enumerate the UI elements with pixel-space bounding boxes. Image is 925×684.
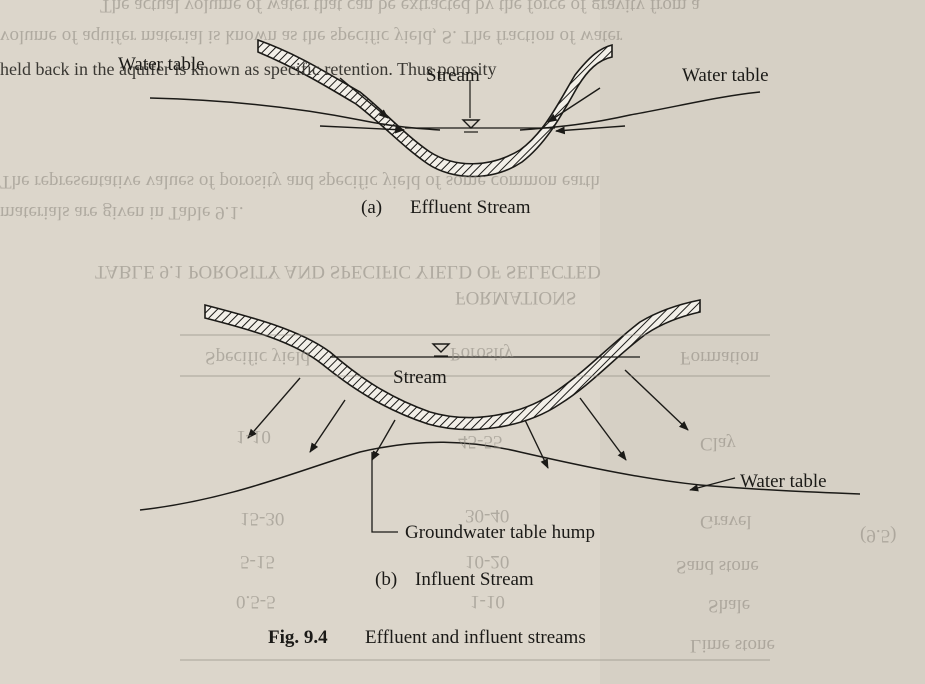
bleed-table-title-1: TABLE 9.1 POROSITY AND SPECIFIC YIELD OF… bbox=[95, 261, 601, 282]
flow-arrow-a-2 bbox=[319, 125, 405, 134]
label-water-table-a-right: Water table bbox=[682, 65, 769, 86]
bleed-line-2: volume of aquifer material is known as t… bbox=[0, 26, 623, 47]
water-table-a-left bbox=[149, 97, 441, 131]
flow-arrow-b-5 bbox=[579, 397, 627, 461]
flow-arrow-b-3 bbox=[371, 419, 396, 461]
bleed-col-3: Specific yield bbox=[205, 347, 310, 368]
bleed-col-1: Formation bbox=[680, 347, 760, 368]
flow-arrow-b-2 bbox=[309, 399, 346, 453]
bleed-line-1: The actual volume of water that can be e… bbox=[100, 0, 700, 16]
bleed-row-shale: Shale bbox=[708, 595, 751, 616]
bleed-row-gravel-s: 15-30 bbox=[240, 508, 285, 529]
bleed-table-title-2: FORMATIONS bbox=[455, 287, 577, 308]
bleed-row-clay-p: 45-55 bbox=[458, 431, 503, 452]
water-table-leader-b bbox=[689, 477, 736, 492]
bleed-row-sand-s: 5-15 bbox=[240, 551, 275, 572]
flow-arrow-a-3 bbox=[547, 87, 601, 123]
caption-b-letter: (b) bbox=[375, 569, 398, 590]
label-stream-b: Stream bbox=[393, 367, 447, 388]
bleed-line-3: The representative values of porosity an… bbox=[0, 171, 600, 192]
figure-number: Fig. 9.4 bbox=[268, 627, 328, 648]
bleed-rules bbox=[180, 334, 770, 661]
groundwater-table-hump bbox=[139, 441, 861, 511]
caption-a-text: Effluent Stream bbox=[410, 197, 531, 218]
bleed-line-4: materials are given in Table 9.1. bbox=[0, 202, 244, 223]
diagram-a-effluent bbox=[149, 38, 761, 178]
bleed-eqn: (9.5) bbox=[860, 525, 897, 546]
bleed-col-2: Porosity bbox=[450, 343, 514, 364]
bleed-row-clay-s: 1-10 bbox=[236, 426, 271, 447]
label-water-table-b: Water table bbox=[740, 471, 827, 492]
label-stream-a: Stream bbox=[426, 65, 480, 86]
caption-b-text: Influent Stream bbox=[415, 569, 534, 590]
caption-a-letter: (a) bbox=[361, 197, 383, 218]
figure-title: Effluent and influent streams bbox=[365, 627, 586, 648]
water-level-symbol-b bbox=[431, 343, 451, 353]
label-water-table-a-left: Water table bbox=[118, 54, 205, 75]
bleed-row-gravel: Gravel bbox=[700, 511, 752, 532]
bleed-row-shale-p: 1-10 bbox=[470, 591, 505, 612]
bleed-row-clay: Clay bbox=[700, 433, 736, 454]
hump-leader bbox=[371, 452, 398, 533]
diagram-b-influent bbox=[139, 299, 861, 533]
top-header-text: held back in the aquifer is known as spe… bbox=[0, 59, 497, 79]
bleed-row-sand: Sand stone bbox=[676, 556, 759, 577]
bleed-row-lime: Lime stone bbox=[690, 635, 775, 656]
flow-arrow-a-4 bbox=[555, 125, 626, 135]
label-groundwater-hump: Groundwater table hump bbox=[405, 522, 595, 543]
flow-arrow-b-1 bbox=[247, 377, 301, 439]
channel-bed-b bbox=[204, 299, 701, 431]
bleed-row-shale-s: 0.5-5 bbox=[236, 591, 276, 612]
flow-arrow-a-1 bbox=[339, 77, 389, 119]
flow-arrow-b-6 bbox=[624, 369, 689, 431]
flow-arrow-b-4 bbox=[524, 419, 549, 469]
water-level-symbol-a bbox=[461, 119, 481, 129]
